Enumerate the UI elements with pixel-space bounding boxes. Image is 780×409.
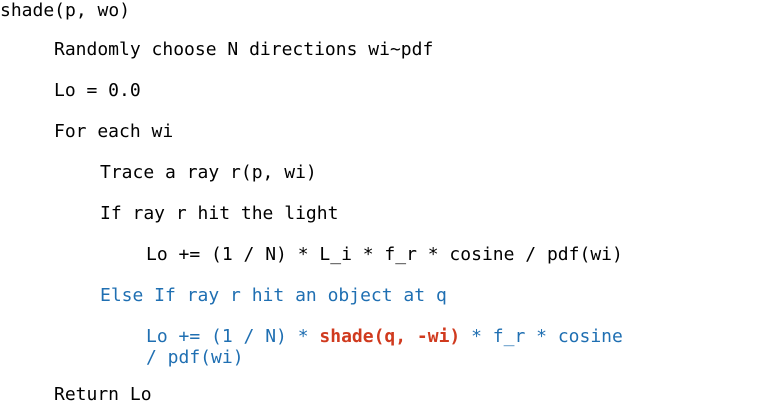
code-line-indirect: Lo += (1 / N) * shade(q, -wi) * f_r * co… [146, 326, 623, 348]
code-line-indirect-continuation: / pdf(wi) [146, 347, 244, 368]
code-line-signature: shade(p, wo) [0, 0, 131, 21]
indirect-prefix: Lo += (1 / N) * [146, 326, 320, 347]
indirect-suffix: * f_r * cosine [460, 326, 623, 347]
code-line-sample-dirs: Randomly choose N directions wi~pdf [54, 39, 434, 60]
code-line-trace: Trace a ray r(p, wi) [100, 162, 317, 183]
code-line-init: Lo = 0.0 [54, 80, 141, 101]
code-line-if-light: If ray r hit the light [100, 203, 339, 224]
code-line-return: Return Lo [54, 384, 152, 405]
code-line-loop: For each wi [54, 121, 174, 142]
code-line-else-if-object: Else If ray r hit an object at q [100, 285, 447, 306]
recursive-shade-call: shade(q, -wi) [319, 326, 461, 347]
code-line-direct: Lo += (1 / N) * L_i * f_r * cosine / pdf… [146, 244, 623, 265]
